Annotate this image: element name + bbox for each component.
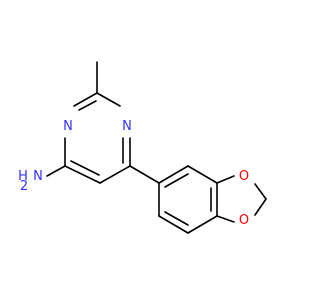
bond-c2-n1-inner (78, 100, 97, 111)
bond-b2-b3 (187, 165, 218, 184)
bond-c2-n1 (73, 92, 98, 107)
atom-nh2-h-label: H (18, 169, 28, 184)
atom-n3-label: N (63, 119, 73, 134)
bond-ch2-o2 (254, 198, 267, 216)
bond-o2-b4 (216, 215, 235, 223)
molecule-structure: N N N H 2 O O (0, 0, 300, 300)
bond-c5-c6-inner (70, 160, 100, 176)
bond-b1-b2 (158, 165, 189, 184)
bond-b1-b2-inner (164, 173, 189, 188)
bond-c2-n3 (96, 92, 121, 107)
bond-layer (46, 61, 267, 234)
atom-o1-label: O (239, 169, 249, 184)
atom-n1-label: N (122, 119, 132, 134)
background (0, 0, 300, 300)
bond-b4-b5 (187, 215, 218, 234)
bond-c6-nh2 (46, 165, 66, 177)
bond-c5-c6 (64, 165, 101, 184)
bond-b5-b6-inner (164, 211, 189, 226)
bond-biaryl (129, 165, 160, 184)
atom-nh2-subscript: 2 (20, 179, 28, 194)
bond-b3-o1 (216, 175, 235, 184)
atom-labels: N N N H 2 O O (18, 119, 249, 228)
bond-b5-b6 (158, 215, 189, 234)
atom-o2-label: O (239, 213, 249, 228)
bond-o1-ch2 (254, 183, 267, 200)
atom-nh2-n-label: N (33, 169, 43, 184)
bond-c4-c5 (99, 165, 131, 184)
